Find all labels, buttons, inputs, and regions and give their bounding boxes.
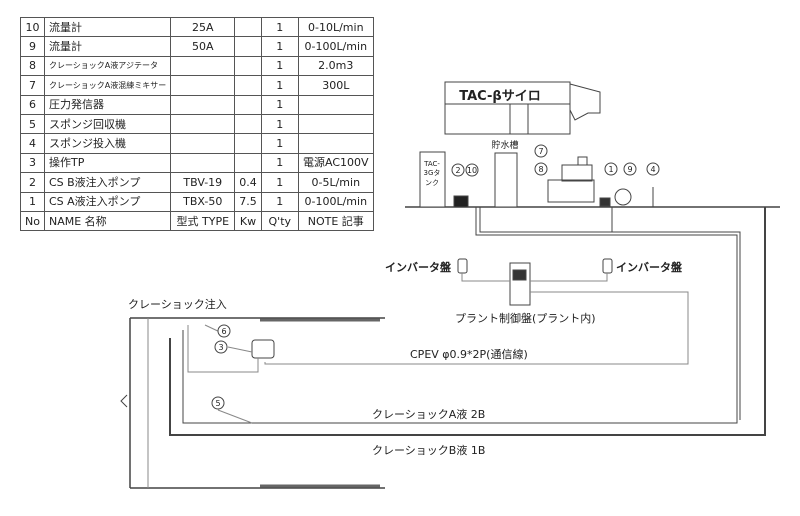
cell-qty: 1 [260, 191, 299, 212]
mixer [561, 164, 593, 182]
cell-note: 0-5L/min [297, 172, 374, 193]
cell-note: 電源AC100V [297, 152, 374, 174]
cell-type: 50A [170, 36, 236, 57]
marker-m2: 2 [455, 166, 460, 175]
marker-m8-circle [534, 162, 548, 176]
silo-hopper [569, 83, 601, 121]
cell-type: TBX-50 [170, 191, 236, 212]
marker-m6: 6 [221, 327, 226, 336]
pump-a [614, 188, 632, 206]
silo-label: TAC-βサイロ [459, 89, 540, 104]
agitator-tank [547, 179, 595, 203]
marker-m4: 4 [650, 165, 655, 174]
water-tank-label: 貯水槽 [491, 139, 518, 151]
inverter-left-label: インバータ盤 [385, 261, 451, 274]
tunnel [129, 317, 385, 489]
signal-line-label: CPEV φ0.9*2P(通信線) [410, 348, 528, 361]
cell-note [297, 113, 374, 135]
signal-line [264, 291, 689, 365]
silo [444, 81, 571, 135]
marker-m1-circle [604, 162, 618, 176]
cell-name: 圧力発信器 [43, 94, 172, 115]
cell-kw: Kw [234, 210, 262, 232]
tank-label: TAC-3Gタンク [423, 160, 441, 187]
inverter-left-icon [457, 258, 468, 274]
marker-m9-circle [623, 162, 637, 176]
cell-type [170, 113, 236, 135]
marker-m7-circle [534, 144, 548, 158]
cell-no: No [20, 210, 45, 232]
marker-m5: 5 [215, 399, 220, 408]
cell-type [170, 152, 236, 174]
cell-name: 操作TP [43, 152, 172, 174]
marker-m8: 8 [538, 165, 543, 174]
inverter-right-label: インバータ盤 [616, 261, 682, 274]
cell-note [297, 133, 374, 154]
marker-m5-circle [211, 396, 225, 410]
cell-type: 型式 TYPE [170, 210, 236, 232]
cell-no: 2 [20, 172, 45, 193]
injection-label: クレーショック注入 [128, 298, 227, 311]
cell-kw: 7.5 [234, 191, 262, 212]
marker-m2-circle [451, 163, 465, 177]
cell-name: CS A液注入ポンプ [43, 191, 172, 212]
marker-m1: 1 [608, 165, 613, 174]
water-tank [494, 152, 518, 208]
marker-m9: 9 [627, 165, 632, 174]
control-panel-icon [509, 262, 531, 306]
pump-b [453, 195, 469, 208]
cell-note: NOTE 記事 [297, 210, 374, 232]
cell-name: スポンジ回収機 [43, 113, 172, 135]
line-b-label: クレーショックB液 1B [372, 444, 486, 457]
marker-m10-circle [465, 163, 479, 177]
cell-name: スポンジ投入機 [43, 133, 172, 154]
cell-no: 4 [20, 133, 45, 154]
marker-m10: 10 [467, 166, 477, 175]
cell-qty: Q'ty [260, 210, 299, 232]
flow-arrow-icon [120, 394, 128, 408]
line-a-label: クレーショックA液 2B [372, 408, 486, 421]
marker-m3-circle [214, 340, 228, 354]
marker-m3: 3 [218, 343, 223, 352]
marker-m6-circle [217, 324, 231, 338]
pipe-b [169, 207, 766, 436]
cell-type [170, 133, 236, 154]
cell-type: TBV-19 [170, 172, 236, 193]
cell-name: CS B液注入ポンプ [43, 172, 172, 193]
control-panel-label: プラント制御盤(プラント内) [455, 312, 596, 325]
inverter-right-icon [602, 258, 613, 274]
tac-3g-tank [419, 151, 446, 208]
operation-tp-icon [251, 339, 275, 359]
cell-note: 0-100L/min [297, 191, 374, 212]
cell-name: NAME 名称 [43, 210, 172, 232]
pipe-a [182, 207, 738, 424]
marker-m7: 7 [538, 147, 543, 156]
cell-name: 流量計 [43, 36, 172, 57]
marker-m4-circle [646, 162, 660, 176]
